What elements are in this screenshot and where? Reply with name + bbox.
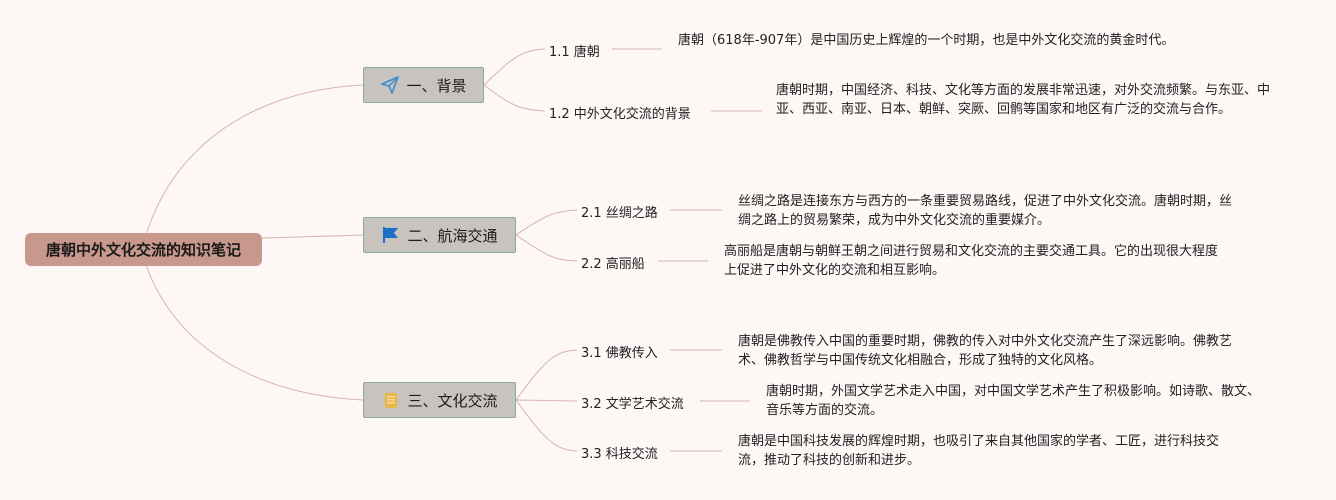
note-3-3: 唐朝是中国科技发展的辉煌时期，也吸引了来自其他国家的学者、工匠，进行科技交流，推… (738, 434, 1220, 468)
branch-label: 一、背景 (406, 76, 467, 95)
subtopic-3-3[interactable]: 3.3 科技交流 (581, 447, 658, 462)
subtopic-1-2[interactable]: 1.2 中外文化交流的背景 (549, 107, 691, 122)
subtopic-2-2[interactable]: 2.2 高丽船 (581, 257, 645, 272)
subtopic-3-1[interactable]: 3.1 佛教传入 (581, 346, 658, 361)
note-1-2: 唐朝时期，中国经济、科技、文化等方面的发展非常迅速，对外交流频繁。与东亚、中亚、… (776, 83, 1271, 117)
branch-background[interactable]: 一、背景 (363, 67, 484, 103)
branch-label: 三、文化交流 (407, 391, 498, 410)
book-icon (381, 390, 401, 410)
note-3-2: 唐朝时期，外国文学艺术走入中国，对中国文学艺术产生了积极影响。如诗歌、散文、音乐… (766, 384, 1261, 418)
subtopic-1-1[interactable]: 1.1 唐朝 (549, 45, 600, 60)
note-3-1: 唐朝是佛教传入中国的重要时期，佛教的传入对中外文化交流产生了深远影响。佛教艺术、… (738, 334, 1233, 368)
root-topic-label: 唐朝中外文化交流的知识笔记 (45, 241, 241, 259)
branch-label: 二、航海交通 (407, 226, 498, 245)
note-1-1: 唐朝（618年-907年）是中国历史上辉煌的一个时期，也是中外文化交流的黄金时代… (678, 33, 1175, 48)
branch-navigation[interactable]: 二、航海交通 (363, 217, 516, 253)
subtopic-3-2[interactable]: 3.2 文学艺术交流 (581, 397, 684, 412)
paper-plane-icon (380, 75, 400, 95)
note-2-2: 高丽船是唐朝与朝鲜王朝之间进行贸易和文化交流的主要交通工具。它的出现很大程度上促… (724, 244, 1219, 278)
flag-icon (381, 225, 401, 245)
root-topic[interactable]: 唐朝中外文化交流的知识笔记 (25, 233, 262, 266)
branch-culture[interactable]: 三、文化交流 (363, 382, 516, 418)
subtopic-2-1[interactable]: 2.1 丝绸之路 (581, 206, 658, 221)
note-2-1: 丝绸之路是连接东方与西方的一条重要贸易路线，促进了中外文化交流。唐朝时期，丝绸之… (738, 194, 1233, 228)
